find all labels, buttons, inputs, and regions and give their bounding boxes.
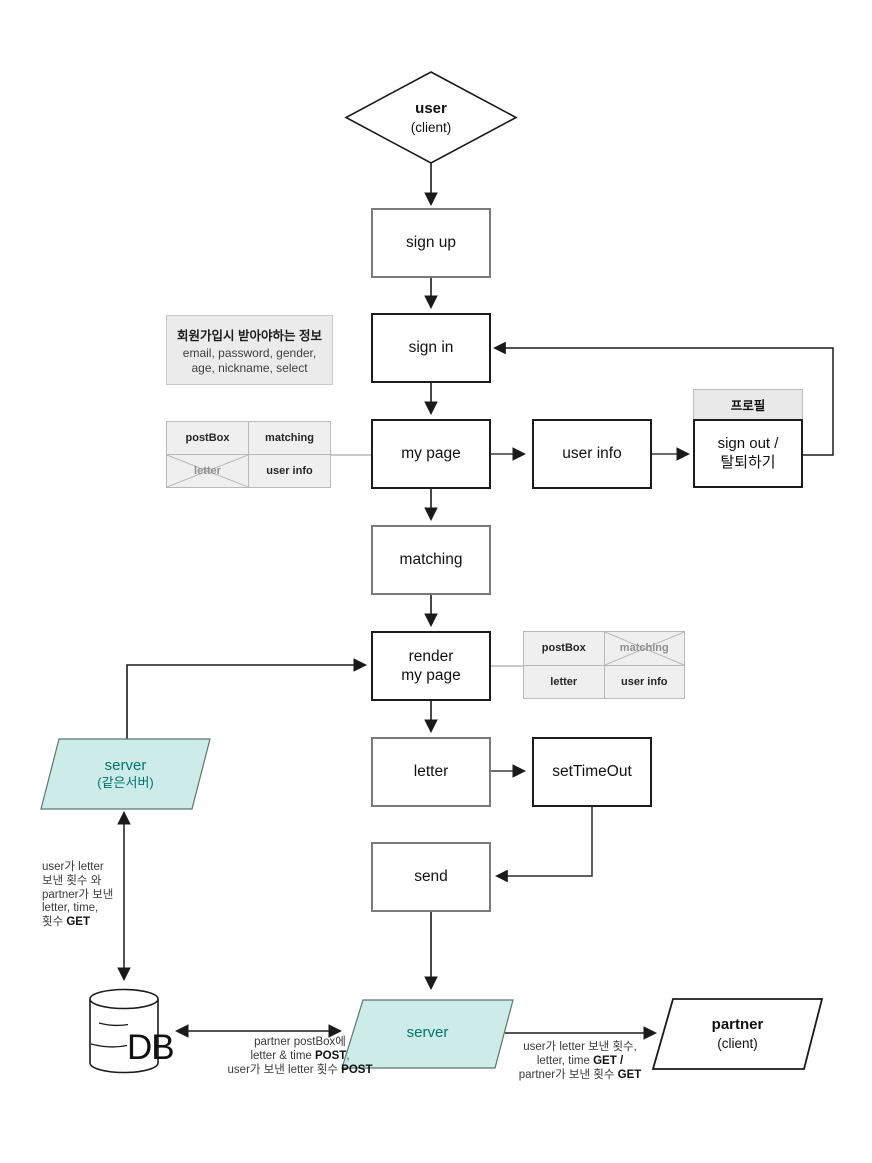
annotation-partner-get: user가 letter 보낸 횟수, letter, time GET / p… <box>470 1041 690 1082</box>
node-sign-in: sign in <box>371 313 491 383</box>
profile-header: 프로필 <box>693 389 803 420</box>
node-my-page: my page <box>371 419 491 489</box>
node-user-info: user info <box>532 419 652 489</box>
annotation-line: partner가 보낸 횟수 GET <box>518 1068 642 1081</box>
annotation-line: letter, time, <box>42 902 99 915</box>
grid-cell-matching: matching <box>249 422 330 454</box>
grid-cell-userinfo: user info <box>249 455 330 487</box>
node-send: send <box>371 842 491 912</box>
annotation-line: partner postBox에 <box>254 1036 346 1048</box>
db-label: DB <box>127 1028 175 1067</box>
node-letter: letter <box>371 737 491 807</box>
annotation-line: 보낸 횟수 와 <box>42 874 102 887</box>
signup-info-note: 회원가입시 받아야하는 정보 email, password, gender, … <box>166 315 333 385</box>
arrow-serversame-to-render <box>126 658 368 739</box>
node-settimeout: setTimeOut <box>532 737 652 807</box>
mypage-wireframe-grid: postBox matching letter user info <box>166 421 331 488</box>
node-matching: matching <box>371 525 491 595</box>
grid-cell-matching-crossed: matching <box>604 632 684 665</box>
render-wireframe-grid: postBox matching letter user info <box>523 631 685 699</box>
server-shape <box>341 999 514 1069</box>
annotation-db-post: partner postBox에 letter & time POST, use… <box>185 1036 415 1077</box>
annotation-line: user가 letter <box>42 861 104 873</box>
server-same-shape <box>40 738 211 810</box>
annotation-line: user가 letter 보낸 횟수, <box>523 1041 637 1053</box>
signup-note-line: age, nickname, select <box>191 360 308 375</box>
annotation-line: user가 보낸 letter 횟수 POST <box>227 1063 373 1076</box>
grid-cell-userinfo: user info <box>604 665 684 698</box>
grid-cell-postbox: postBox <box>167 422 248 454</box>
annotation-line: letter, time GET / <box>536 1054 624 1067</box>
annotation-line: 횟수 GET <box>42 916 90 929</box>
signup-note-title: 회원가입시 받아야하는 정보 <box>177 328 322 343</box>
grid-cell-postbox: postBox <box>524 632 604 665</box>
annotation-line: letter & time POST, <box>250 1049 350 1062</box>
arrow-signout-to-signin-loop <box>493 341 834 456</box>
annotation-db-get: user가 letter 보낸 횟수 와 partner가 보낸 letter,… <box>42 861 162 930</box>
db-cylinder <box>89 988 159 1074</box>
grid-cell-letter-crossed: letter <box>167 455 248 487</box>
node-sign-up: sign up <box>371 208 491 278</box>
signup-note-line: email, password, gender, <box>182 345 317 360</box>
node-render-my-page: render my page <box>371 631 491 701</box>
arrow-settimeout-to-send <box>495 807 593 883</box>
partner-shape <box>651 998 824 1070</box>
grid-cell-letter: letter <box>524 665 604 698</box>
user-diamond-shape <box>344 71 518 164</box>
node-sign-out: sign out / 탈퇴하기 <box>693 419 803 488</box>
annotation-line: partner가 보낸 <box>42 888 114 901</box>
